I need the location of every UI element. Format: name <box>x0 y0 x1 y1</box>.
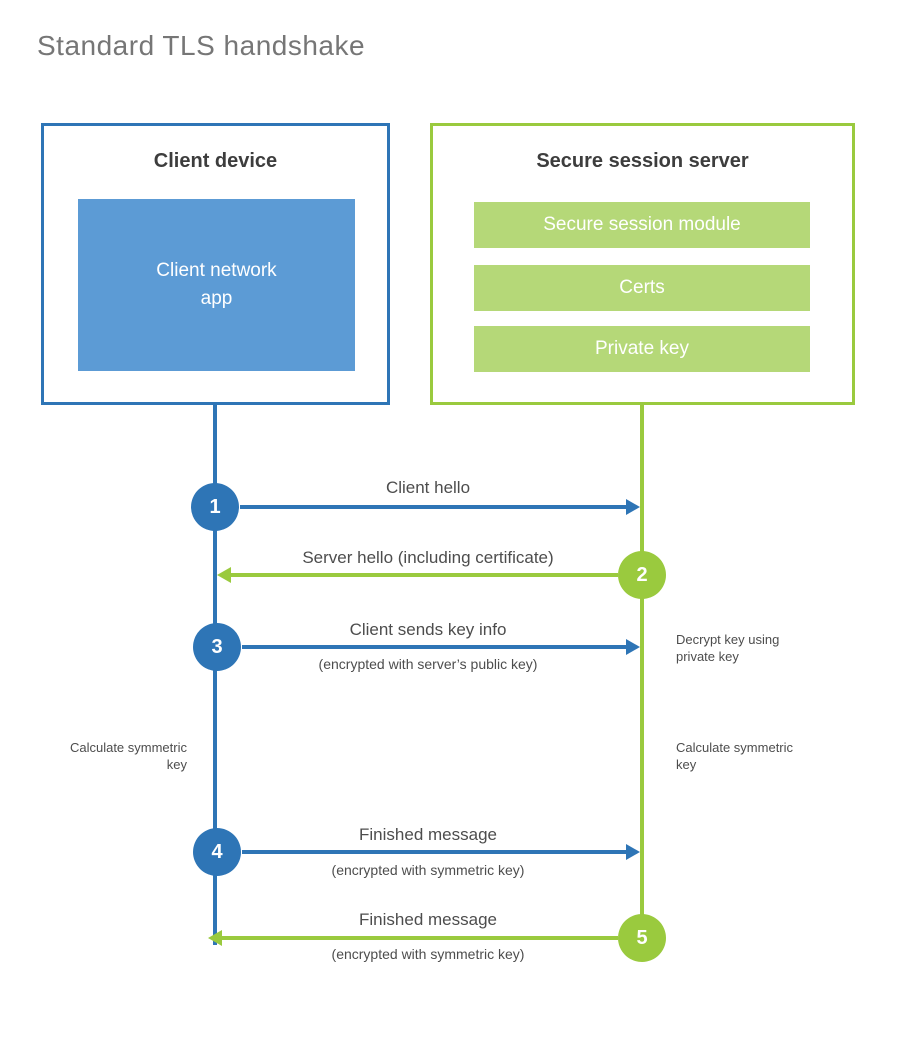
step-circle-2: 2 <box>618 551 666 599</box>
sublabel-finished-client: (encrypted with symmetric key) <box>331 862 525 878</box>
arrow-client-key-info <box>242 639 640 655</box>
arrow-shaft <box>240 505 628 509</box>
arrow-head-right-icon <box>626 844 640 860</box>
arrow-head-right-icon <box>626 639 640 655</box>
step-circle-1: 1 <box>191 483 239 531</box>
client-device-box: Client device Client network app <box>41 123 390 405</box>
sublabel-finished-server: (encrypted with symmetric key) <box>331 946 525 962</box>
step-circle-4: 4 <box>193 828 241 876</box>
label-finished-client: Finished message <box>359 825 497 844</box>
step-circle-3: 3 <box>193 623 241 671</box>
server-lifeline <box>640 405 644 940</box>
server-module-certs: Certs <box>474 265 810 311</box>
arrow-shaft <box>220 936 618 940</box>
server-module-private-key: Private key <box>474 326 810 372</box>
arrow-head-right-icon <box>626 499 640 515</box>
step-circle-5: 5 <box>618 914 666 962</box>
arrow-finished-server <box>208 930 618 946</box>
server-module-secure-session: Secure session module <box>474 202 810 248</box>
label-finished-server: Finished message <box>359 910 497 929</box>
server-box: Secure session server Secure session mod… <box>430 123 855 405</box>
arrow-server-hello <box>217 567 618 583</box>
sublabel-client-key-info: (encrypted with server’s public key) <box>318 656 538 672</box>
note-calc-symmetric-left: Calculate symmetric key <box>69 740 187 772</box>
label-client-key-info: Client sends key info <box>349 620 507 639</box>
label-server-hello: Server hello (including certificate) <box>302 548 554 567</box>
arrow-head-left-icon <box>217 567 231 583</box>
arrow-shaft <box>242 850 628 854</box>
arrow-head-left-icon <box>208 930 222 946</box>
page-title: Standard TLS handshake <box>37 30 366 61</box>
arrow-shaft <box>229 573 618 577</box>
client-lifeline <box>213 405 217 945</box>
client-network-app-box: Client network app <box>78 199 355 371</box>
arrow-client-hello <box>240 499 640 515</box>
client-device-title: Client device <box>153 150 278 172</box>
server-title: Secure session server <box>536 150 749 172</box>
label-client-hello: Client hello <box>385 478 471 497</box>
note-calc-symmetric-right: Calculate symmetric key <box>676 740 794 772</box>
arrow-finished-client <box>242 844 640 860</box>
note-decrypt-key: Decrypt key using private key <box>676 632 780 664</box>
arrow-shaft <box>242 645 628 649</box>
